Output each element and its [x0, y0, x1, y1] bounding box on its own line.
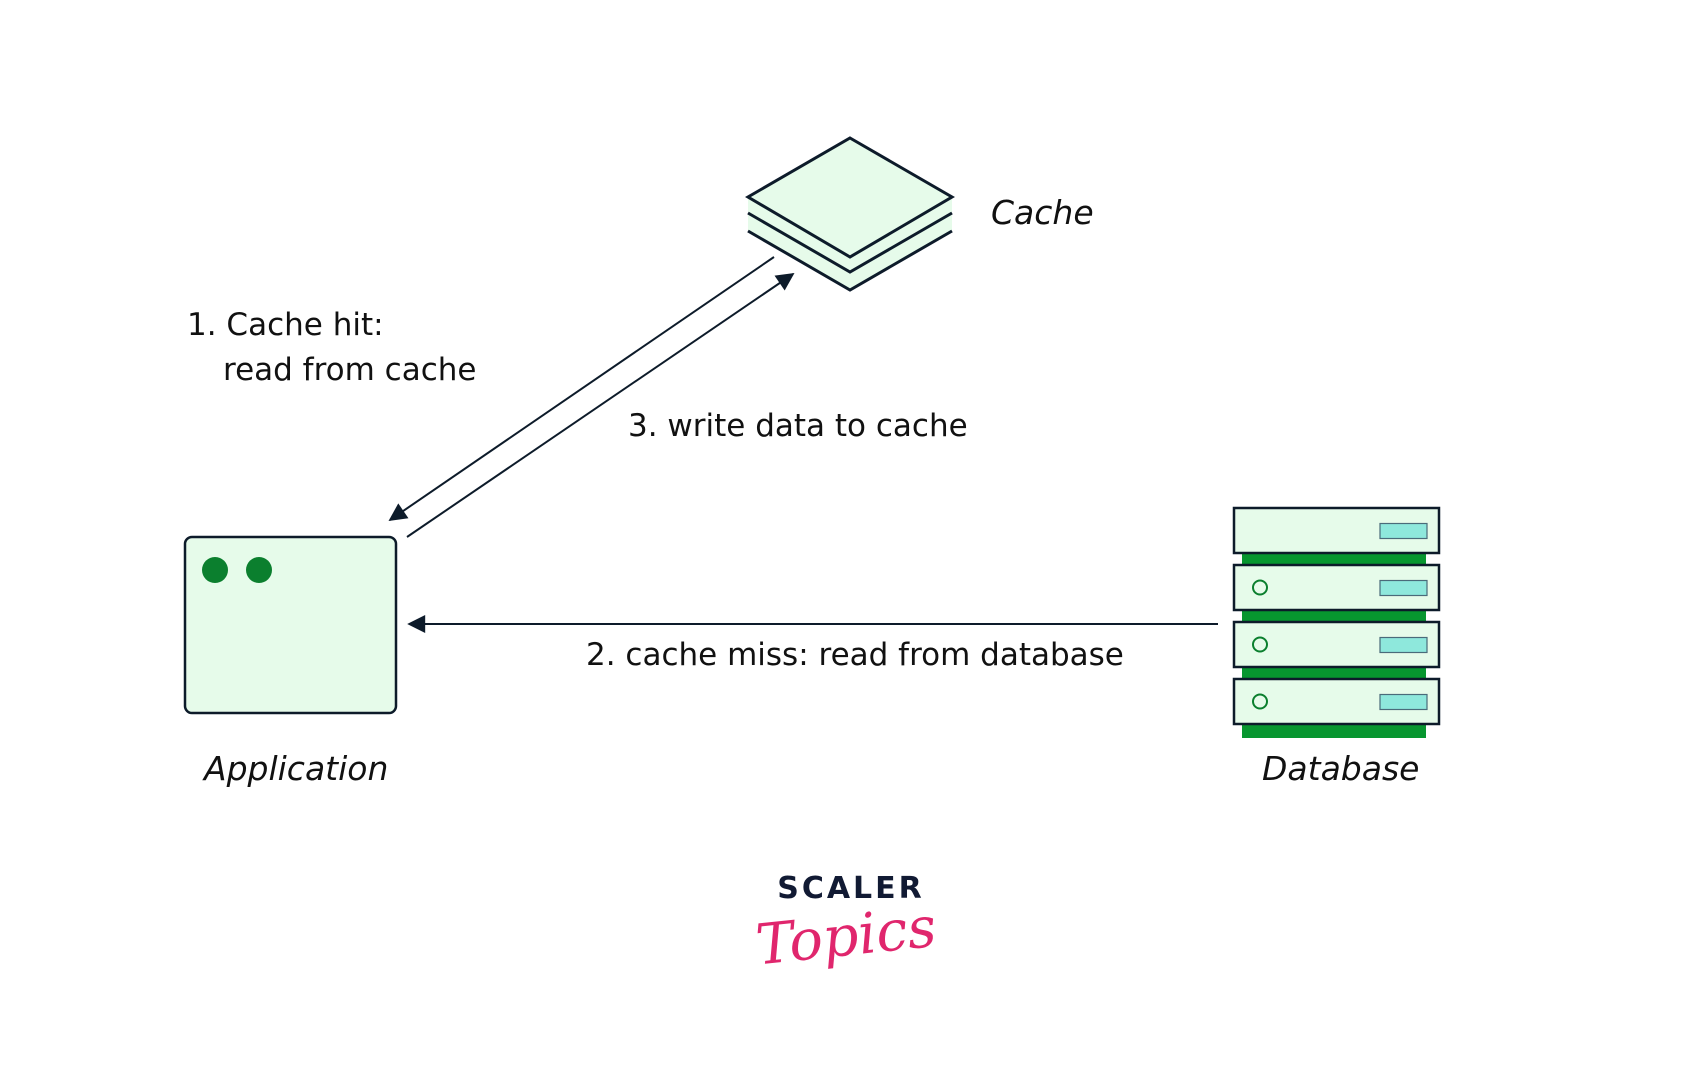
db-status-light-icon — [1252, 579, 1268, 596]
database-icon — [1232, 506, 1441, 738]
application-window — [183, 535, 398, 715]
cache-layer-top — [745, 136, 955, 259]
db-indicator-icon — [1379, 522, 1428, 540]
cache-layer-bottom — [748, 213, 952, 290]
arrow-cache-hit — [388, 256, 775, 522]
db-server-unit — [1232, 620, 1441, 669]
cache-layer-bottom-edge — [747, 229, 953, 292]
application-node — [183, 535, 398, 715]
window-dot-icon — [202, 557, 228, 583]
db-band — [1242, 608, 1426, 624]
db-band — [1242, 722, 1426, 738]
database-label: Database — [1262, 749, 1419, 788]
db-indicator-icon — [1379, 579, 1428, 597]
edge-label-write-cache: 3. write data to cache — [628, 408, 968, 444]
edge-label-cache-miss: 2. cache miss: read from database — [586, 637, 1124, 673]
db-status-light-icon — [1252, 693, 1268, 710]
logo-scaler-text: SCALER — [777, 871, 925, 906]
arrow-write-cache — [406, 272, 795, 538]
db-band — [1242, 665, 1426, 681]
logo-topics-text: Topics — [753, 895, 939, 979]
cache-icon — [745, 136, 955, 292]
db-status-light-icon — [1252, 636, 1268, 653]
edge-label-cache-hit-line1: 1. Cache hit: — [187, 307, 384, 343]
edge-label-cache-hit-line2: read from cache — [223, 352, 476, 388]
application-label: Application — [202, 749, 388, 788]
db-indicator-icon — [1379, 693, 1428, 711]
scaler-topics-logo: SCALER Topics — [753, 871, 939, 978]
window-dot-icon — [246, 557, 272, 583]
db-indicator-icon — [1379, 636, 1428, 654]
cache-label: Cache — [991, 193, 1094, 232]
db-band — [1242, 551, 1426, 567]
cache-layer-middle-edge — [747, 211, 953, 274]
